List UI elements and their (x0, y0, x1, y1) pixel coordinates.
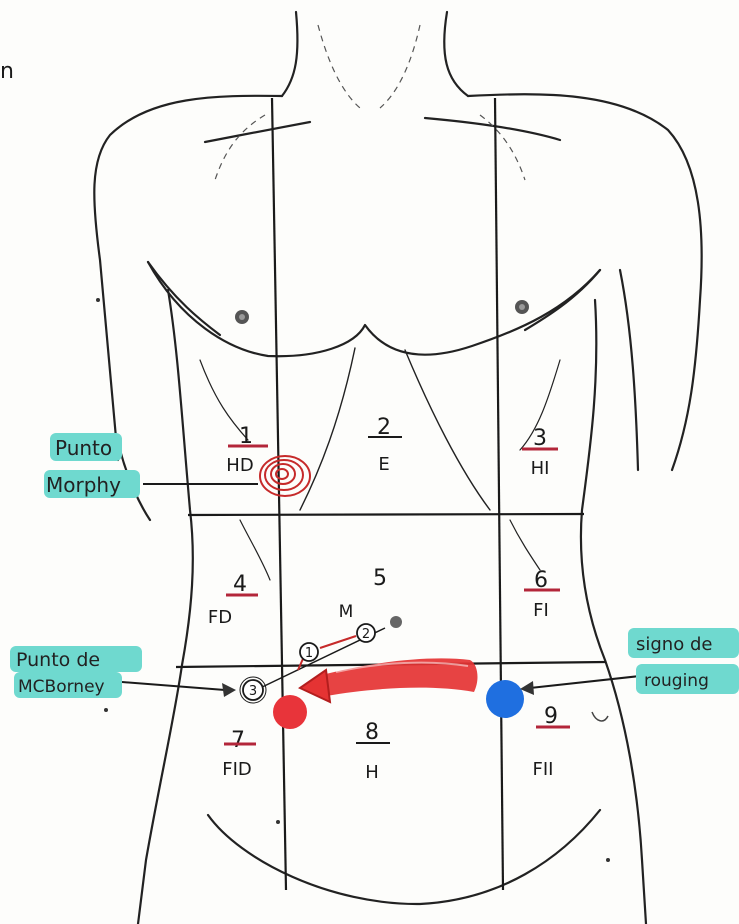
region-7: 7 FID (222, 728, 256, 780)
region-2: 2 E (368, 415, 402, 475)
mcburney-red-dot (273, 695, 307, 729)
murphy-spiral-icon (260, 456, 310, 496)
rovsing-pointer (520, 676, 640, 695)
grid-line-horizontal-upper (188, 514, 584, 515)
region-9: 9 FII (533, 704, 570, 780)
rovsing-label: signo de rouging (628, 628, 739, 694)
edge-letter: n (0, 59, 14, 84)
region-5: 5 M (339, 566, 402, 628)
mcburney-arrowhead-icon (222, 683, 236, 697)
region-7-abbr: FID (222, 759, 252, 780)
region-4: 4 FD (208, 572, 258, 628)
navel (390, 616, 402, 628)
region-4-number: 4 (233, 572, 247, 597)
mcburney-label: Punto de MCBorney (10, 646, 142, 698)
mcburney-label-line1: Punto de (16, 649, 100, 671)
neck-hatching (215, 25, 525, 180)
marker-3-label: 3 (249, 684, 257, 699)
region-8: 8 H (356, 720, 390, 783)
marker-3: 3 (240, 677, 266, 703)
region-9-number: 9 (544, 704, 558, 729)
marker-2-label: 2 (362, 627, 370, 642)
region-3-number: 3 (533, 426, 547, 451)
region-8-abbr: H (365, 762, 379, 783)
region-7-number: 7 (231, 728, 245, 753)
region-5-number: 5 (373, 566, 387, 591)
region-5-abbr: M (339, 602, 354, 622)
rovsing-label-line1: signo de (636, 634, 712, 655)
mcburney-label-line2: MCBorney (18, 677, 105, 697)
region-4-abbr: FD (208, 607, 232, 628)
region-3-abbr: HI (531, 458, 550, 479)
region-8-number: 8 (365, 720, 379, 745)
region-6-abbr: FI (533, 600, 549, 621)
region-1-abbr: HD (226, 455, 253, 476)
region-9-abbr: FII (533, 759, 554, 780)
region-labels: 1 HD 2 E 3 HI 4 FD 5 M 6 (208, 415, 570, 783)
marker-1-label: 1 (305, 646, 313, 661)
region-2-abbr: E (378, 454, 389, 475)
region-6: 6 FI (524, 568, 560, 621)
body-outline (94, 12, 701, 924)
marker-1: 1 (300, 643, 318, 661)
rovsing-arrowhead-icon (300, 670, 330, 702)
murphy-label-line1: Punto (55, 436, 112, 460)
grid-line-vertical-right (495, 98, 503, 890)
rovsing-blue-dot (486, 680, 524, 718)
region-3: 3 HI (522, 426, 558, 479)
rovsing-label-line2: rouging (644, 671, 709, 691)
nipples (235, 300, 529, 324)
murphy-label-line2: Morphy (46, 473, 121, 497)
marker-2: 2 (357, 624, 375, 642)
